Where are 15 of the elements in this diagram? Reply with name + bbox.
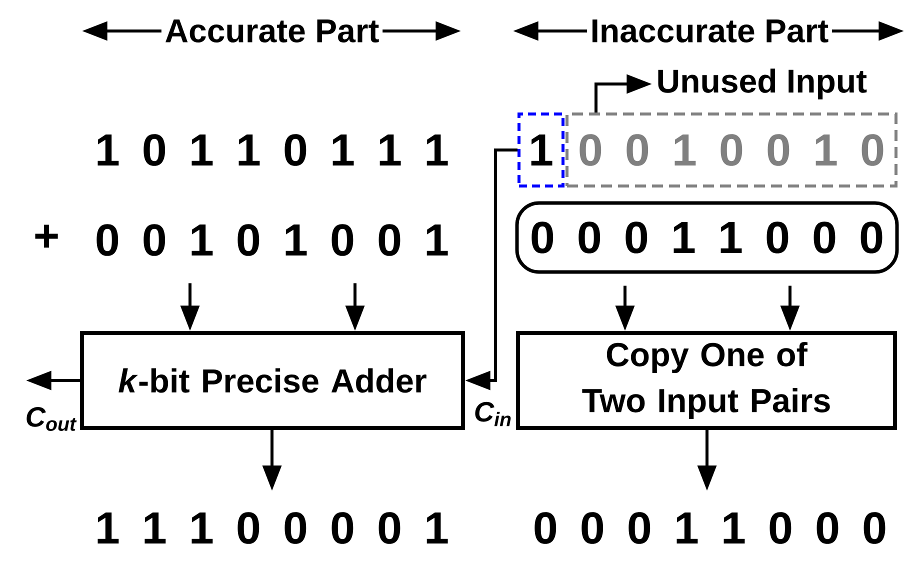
annotation: Unused Input — [658, 68, 867, 100]
dashed-box: 1 — [518, 112, 564, 188]
bit-string: 0 0 0 1 1 0 0 0 — [534, 512, 886, 544]
section-heading: Accurate Part — [166, 19, 379, 42]
bit-string: 1 0 1 1 0 1 1 1 — [98, 134, 448, 166]
signal-label: C$_{in}$ — [475, 402, 511, 426]
rounded-box: 0 0 0 1 1 0 0 0 — [515, 201, 899, 274]
bit-string: 0 0 1 0 1 0 0 1 — [96, 224, 448, 256]
plus-sign: + — [35, 224, 58, 248]
signal-label: C$_{out}$ — [26, 407, 77, 431]
dashed-box: 0 0 1 0 0 1 0 — [566, 112, 898, 188]
process-box: k-bit Precise Adder — [80, 331, 465, 430]
process-box: Copy One of Two Input Pairs — [516, 331, 897, 430]
bit-string: 1 1 1 0 0 0 0 1 — [98, 512, 448, 544]
section-heading: Inaccurate Part — [592, 19, 828, 42]
